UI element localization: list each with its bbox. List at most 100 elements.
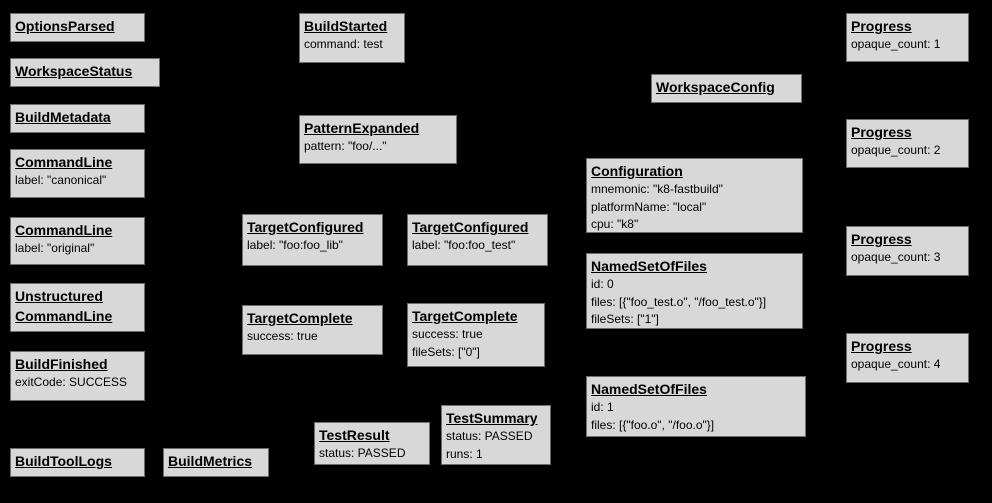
node-build-metadata: BuildMetadata <box>10 104 145 133</box>
node-field: status: PASSED <box>446 429 533 443</box>
node-field: status: PASSED <box>319 446 406 460</box>
node-title: NamedSetOfFiles <box>591 256 798 276</box>
node-title: PatternExpanded <box>304 118 452 138</box>
node-build-tool-logs: BuildToolLogs <box>10 448 145 477</box>
node-title: CommandLine <box>15 152 140 172</box>
node-title-line: CommandLine <box>15 154 113 170</box>
node-target-complete-foo-test: TargetComplete success: true fileSets: ["0… <box>407 303 545 367</box>
node-title: CommandLine <box>15 220 140 240</box>
node-title: BuildMetrics <box>168 451 264 471</box>
node-title: BuildMetadata <box>15 107 140 127</box>
node-title-line: WorkspaceConfig <box>656 79 775 95</box>
node-build-started: BuildStarted command: test <box>299 13 405 63</box>
node-title-line: Progress <box>851 18 912 34</box>
node-title: Configuration <box>591 161 798 181</box>
node-field: id: 0 <box>591 277 614 291</box>
node-title: Progress <box>851 229 964 249</box>
node-title: NamedSetOfFiles <box>591 379 801 399</box>
node-build-finished: BuildFinished exitCode: SUCCESS <box>10 351 145 401</box>
node-title-line: CommandLine <box>15 222 113 238</box>
node-field: opaque_count: 4 <box>851 357 941 371</box>
node-title-line: Progress <box>851 124 912 140</box>
node-field: label: "foo:foo_test" <box>412 238 516 252</box>
node-title: TargetComplete <box>247 308 378 328</box>
node-title: TestSummary <box>446 408 546 428</box>
node-command-line-canonical: CommandLine label: "canonical" <box>10 149 145 198</box>
node-title-line: NamedSetOfFiles <box>591 258 707 274</box>
node-title: TargetConfigured <box>412 217 543 237</box>
node-target-configured-foo-test: TargetConfigured label: "foo:foo_test" <box>407 214 548 266</box>
node-title-line: BuildMetrics <box>168 453 253 469</box>
node-title-line: TargetComplete <box>412 308 518 324</box>
node-field: id: 1 <box>591 400 614 414</box>
node-field: runs: 1 <box>446 446 483 461</box>
node-field: command: test <box>304 37 383 51</box>
node-title: TargetComplete <box>412 306 540 326</box>
node-title-line: OptionsParsed <box>15 18 115 34</box>
node-field: cpu: "k8" <box>591 217 639 231</box>
node-field: platformName: "local" <box>591 199 707 214</box>
node-title: BuildFinished <box>15 354 140 374</box>
node-field: exitCode: SUCCESS <box>15 375 128 389</box>
node-title-line: Progress <box>851 338 912 354</box>
node-progress-4: Progress opaque_count: 4 <box>846 333 969 383</box>
node-title-line: BuildMetadata <box>15 109 111 125</box>
node-pattern-expanded: PatternExpanded pattern: "foo/..." <box>299 115 457 164</box>
node-title-line: PatternExpanded <box>304 120 420 136</box>
node-title-line: BuildStarted <box>304 18 388 34</box>
node-title-line: NamedSetOfFiles <box>591 381 707 397</box>
node-field: opaque_count: 2 <box>851 143 941 157</box>
node-workspace-config: WorkspaceConfig <box>651 74 802 103</box>
node-title-line: TestResult <box>319 427 390 443</box>
node-title-line: Configuration <box>591 163 683 179</box>
node-workspace-status: WorkspaceStatus <box>10 58 160 87</box>
node-field: opaque_count: 1 <box>851 37 941 51</box>
node-field: label: "original" <box>15 241 95 255</box>
node-title: WorkspaceStatus <box>15 61 155 81</box>
node-target-configured-foo-lib: TargetConfigured label: "foo:foo_lib" <box>242 214 383 266</box>
node-target-complete-foo-lib: TargetComplete success: true <box>242 305 383 355</box>
node-title-line: BuildToolLogs <box>15 453 112 469</box>
node-named-set-of-files-1: NamedSetOfFiles id: 1 files: [{"foo.o", "/… <box>586 376 806 437</box>
node-progress-2: Progress opaque_count: 2 <box>846 119 969 168</box>
node-title: Progress <box>851 122 964 142</box>
node-options-parsed: OptionsParsed <box>10 13 145 42</box>
node-build-metrics: BuildMetrics <box>163 448 269 477</box>
node-command-line-original: CommandLine label: "original" <box>10 217 145 265</box>
node-field: mnemonic: "k8-fastbuild" <box>591 182 723 196</box>
node-title-line: TargetConfigured <box>412 219 529 235</box>
node-title-line: CommandLine <box>15 308 113 324</box>
node-configuration: Configuration mnemonic: "k8-fastbuild" pla… <box>586 158 803 233</box>
node-title: Progress <box>851 16 964 36</box>
node-test-result: TestResult status: PASSED <box>314 422 430 465</box>
node-field: fileSets: ["1"] <box>591 312 659 326</box>
node-field: fileSets: ["0"] <box>412 344 480 359</box>
node-field: success: true <box>412 327 483 341</box>
node-title: WorkspaceConfig <box>656 77 797 97</box>
node-title: BuildStarted <box>304 16 400 36</box>
node-field: success: true <box>247 329 318 343</box>
node-named-set-of-files-0: NamedSetOfFiles id: 0 files: [{"foo_test.o… <box>586 253 803 329</box>
node-title: BuildToolLogs <box>15 451 140 471</box>
node-title-line: WorkspaceStatus <box>15 63 133 79</box>
node-title: TargetConfigured <box>247 217 378 237</box>
node-title: OptionsParsed <box>15 16 140 36</box>
node-title-line: TargetConfigured <box>247 219 364 235</box>
node-title-line: Progress <box>851 231 912 247</box>
node-title-line: Unstructured <box>15 288 103 304</box>
node-title: Progress <box>851 336 964 356</box>
node-title-line: BuildFinished <box>15 356 108 372</box>
node-test-summary: TestSummary status: PASSED runs: 1 <box>441 405 551 465</box>
node-field: files: [{"foo_test.o", "/foo_test.o"}] <box>591 294 767 309</box>
node-field: pattern: "foo/..." <box>304 139 387 153</box>
node-field: files: [{"foo.o", "/foo.o"}] <box>591 417 715 432</box>
node-field: label: "canonical" <box>15 173 107 187</box>
node-title-line: TestSummary <box>446 410 538 426</box>
node-title-line: TargetComplete <box>247 310 353 326</box>
node-field: label: "foo:foo_lib" <box>247 238 343 252</box>
node-title: TestResult <box>319 425 425 445</box>
